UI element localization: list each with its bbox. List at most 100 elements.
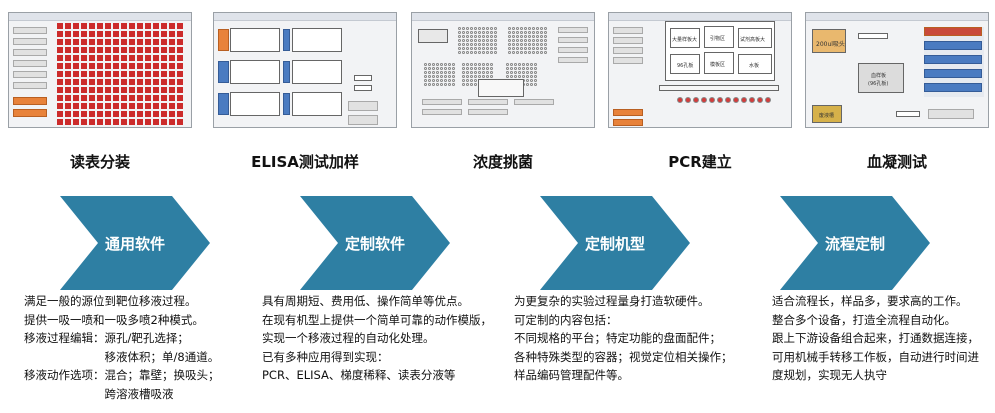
bottom-button[interactable] [514,99,554,105]
well-cell[interactable] [506,75,509,78]
well-cell[interactable] [530,75,533,78]
well-cell[interactable] [177,79,183,85]
well-cell[interactable] [428,75,431,78]
well-cell[interactable] [428,83,431,86]
well-cell[interactable] [530,63,533,66]
well-cell[interactable] [482,47,485,50]
well-cell[interactable] [462,63,465,66]
well-cell[interactable] [65,23,71,29]
well-cell[interactable] [530,79,533,82]
well-cell[interactable] [510,75,513,78]
well-cell[interactable] [512,35,515,38]
well-cell[interactable] [532,43,535,46]
well-cell[interactable] [462,43,465,46]
well-cell[interactable] [73,31,79,37]
well-cell[interactable] [514,67,517,70]
well-cell[interactable] [121,87,127,93]
well-cell[interactable] [57,87,63,93]
side-button[interactable] [613,37,643,44]
well-cell[interactable] [444,75,447,78]
well-cell[interactable] [536,31,539,34]
well-cell[interactable] [145,95,151,101]
well-cell[interactable] [486,63,489,66]
well-cell[interactable] [129,95,135,101]
well-cell[interactable] [153,95,159,101]
well-cell[interactable] [105,111,111,117]
well-cell[interactable] [512,27,515,30]
well-cell[interactable] [65,71,71,77]
bottom-button[interactable] [422,109,462,115]
well-cell[interactable] [482,71,485,74]
well-cell[interactable] [520,31,523,34]
well-cell[interactable] [524,35,527,38]
well-cell[interactable] [432,79,435,82]
well-cell[interactable] [522,75,525,78]
well-cell[interactable] [532,39,535,42]
well-cell[interactable] [105,79,111,85]
well-cell[interactable] [129,47,135,53]
well-cell[interactable] [520,27,523,30]
bottom-button[interactable] [422,99,462,105]
well-cell[interactable] [466,31,469,34]
well-cell[interactable] [741,97,747,103]
well-cell[interactable] [81,87,87,93]
well-cell[interactable] [478,39,481,42]
well-cell[interactable] [528,27,531,30]
well-cell[interactable] [65,55,71,61]
well-cell[interactable] [105,103,111,109]
well-cell[interactable] [428,67,431,70]
well-cell[interactable] [161,71,167,77]
well-cell[interactable] [474,27,477,30]
well-cell[interactable] [121,79,127,85]
well-cell[interactable] [129,39,135,45]
well-cell[interactable] [478,51,481,54]
well-cell[interactable] [717,97,723,103]
well-cell[interactable] [530,83,533,86]
well-cell[interactable] [57,71,63,77]
well-cell[interactable] [105,63,111,69]
well-cell[interactable] [532,27,535,30]
well-cell[interactable] [105,47,111,53]
well-cell[interactable] [105,23,111,29]
well-cell[interactable] [121,55,127,61]
well-cell[interactable] [97,87,103,93]
well-cell[interactable] [486,27,489,30]
well-cell[interactable] [452,75,455,78]
well-cell[interactable] [466,47,469,50]
well-cell[interactable] [145,63,151,69]
well-cell[interactable] [482,35,485,38]
well-cell[interactable] [137,23,143,29]
side-button[interactable] [558,57,588,63]
well-cell[interactable] [490,35,493,38]
well-cell[interactable] [436,63,439,66]
well-cell[interactable] [137,39,143,45]
well-cell[interactable] [169,39,175,45]
well-cell[interactable] [536,35,539,38]
well-cell[interactable] [57,95,63,101]
well-cell[interactable] [478,47,481,50]
well-cell[interactable] [534,79,537,82]
well-cell[interactable] [530,67,533,70]
well-cell[interactable] [145,31,151,37]
well-cell[interactable] [486,35,489,38]
well-cell[interactable] [81,95,87,101]
well-cell[interactable] [482,51,485,54]
well-cell[interactable] [516,43,519,46]
well-cell[interactable] [121,23,127,29]
well-cell[interactable] [462,83,465,86]
well-cell[interactable] [105,119,111,125]
well-cell[interactable] [693,97,699,103]
well-cell[interactable] [65,111,71,117]
well-cell[interactable] [466,27,469,30]
well-cell[interactable] [516,31,519,34]
well-cell[interactable] [121,119,127,125]
well-cell[interactable] [153,79,159,85]
well-cell[interactable] [121,111,127,117]
well-cell[interactable] [486,71,489,74]
well-cell[interactable] [161,55,167,61]
well-cell[interactable] [161,39,167,45]
side-button[interactable] [613,47,643,54]
side-button[interactable] [558,37,588,43]
well-cell[interactable] [121,63,127,69]
well-cell[interactable] [490,47,493,50]
